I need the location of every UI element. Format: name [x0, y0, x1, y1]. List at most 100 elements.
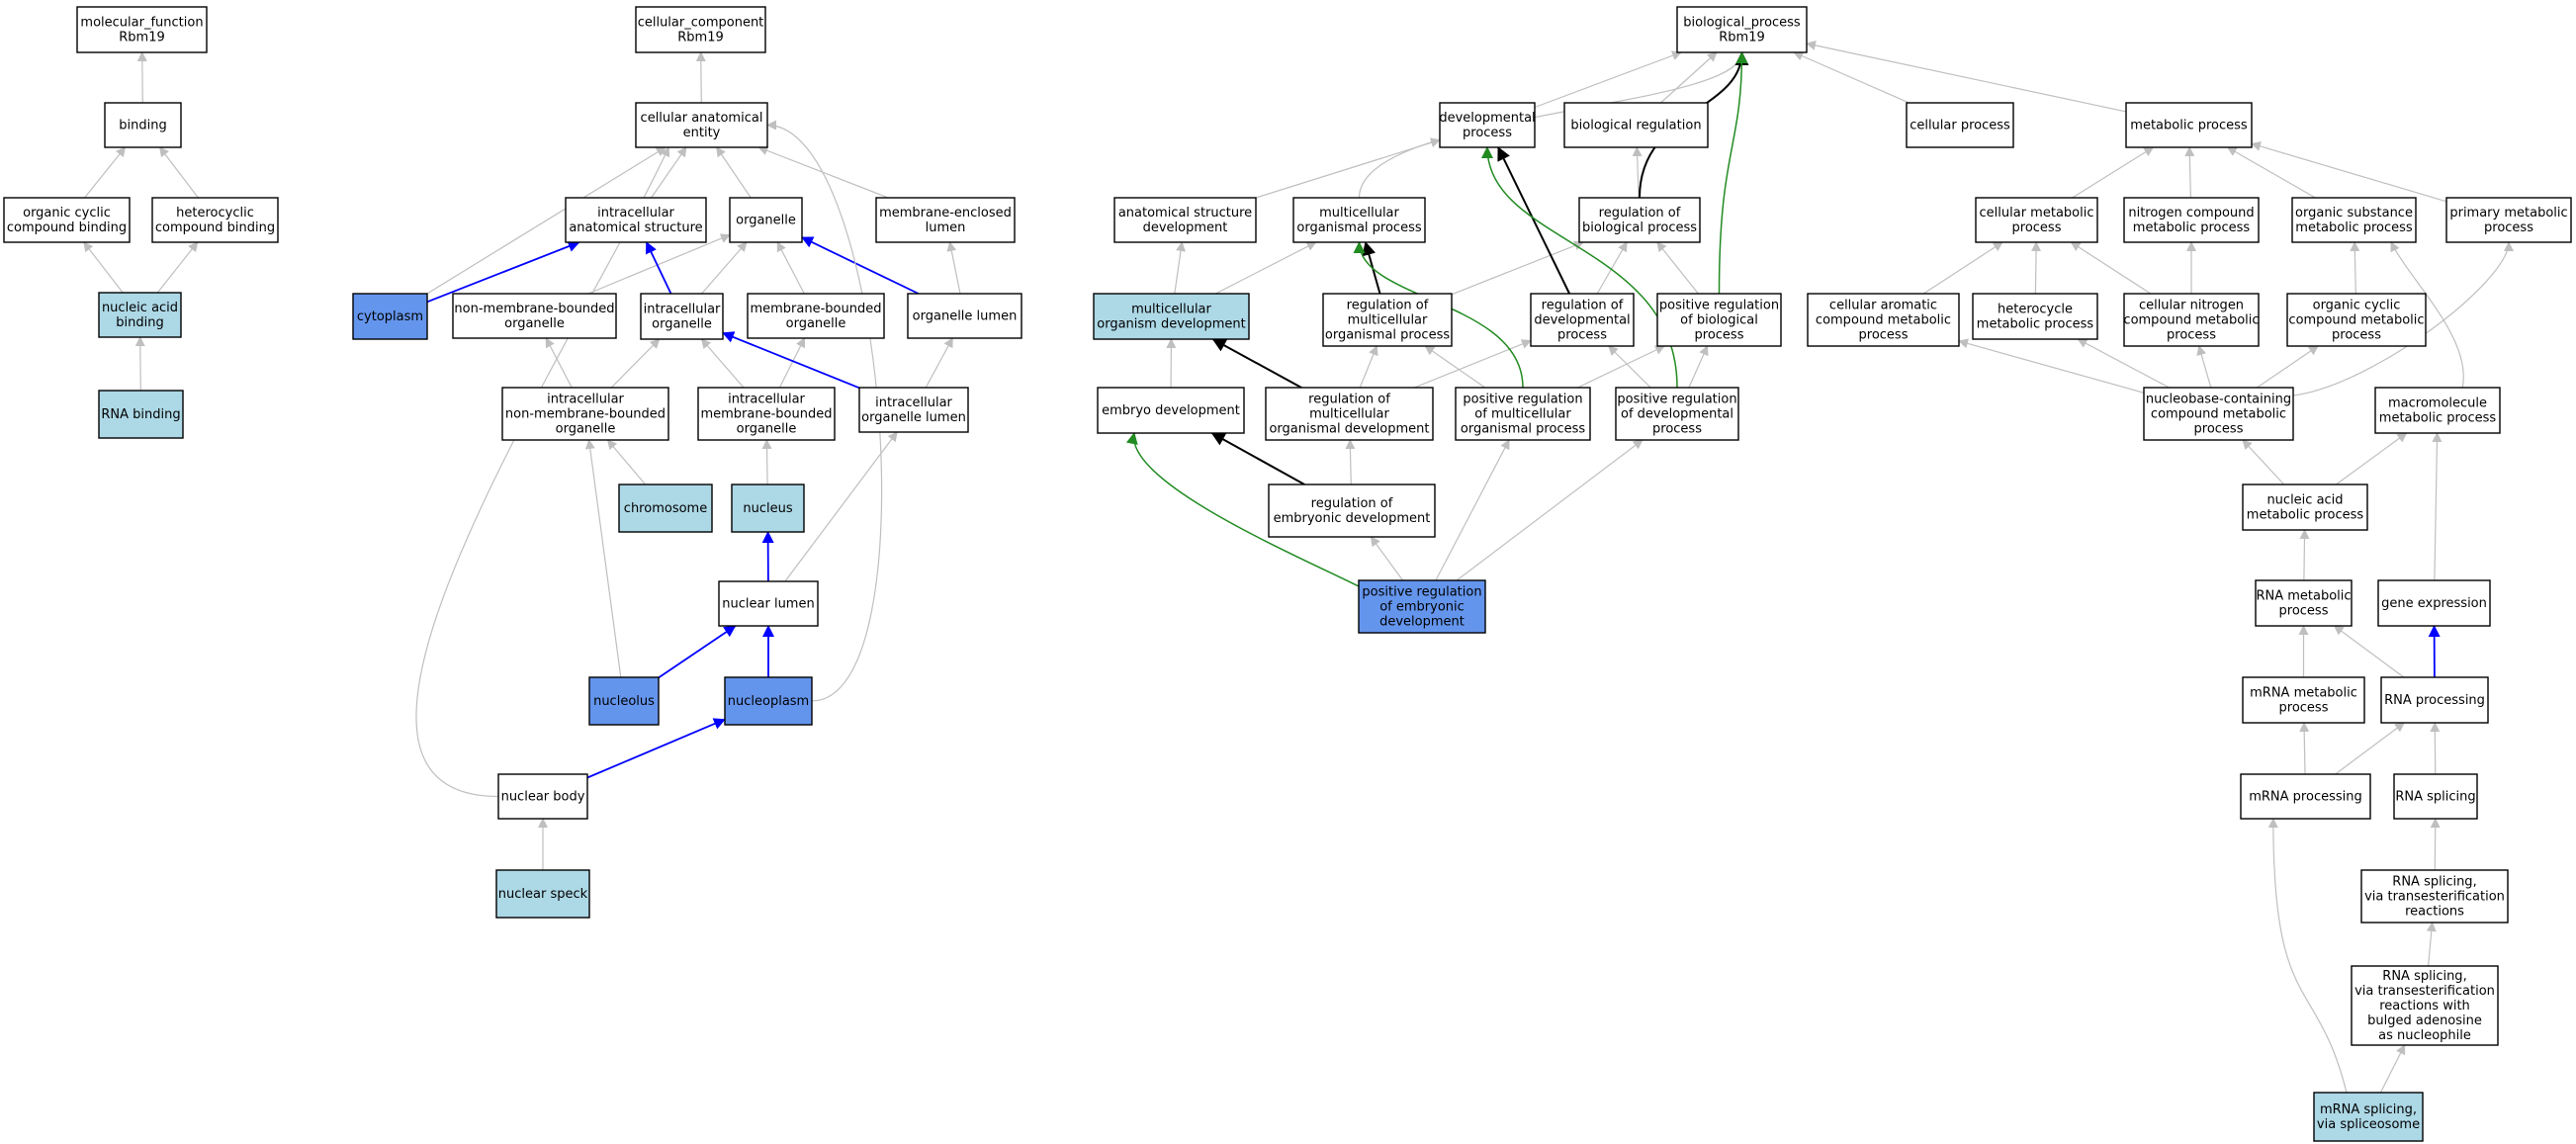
node-nl[interactable]: nuclear lumen: [718, 580, 819, 627]
edge-nucleus-to-imbo: [761, 439, 772, 485]
edge-prmop-to-prbp: [1577, 345, 1666, 389]
edge-ol-to-organelle: [801, 236, 920, 295]
node-ed[interactable]: embryo development: [1097, 387, 1245, 434]
node-rnastb[interactable]: RNA splicing,via transesterificationreac…: [2351, 965, 2499, 1046]
node-label-line: intracellular: [728, 393, 805, 407]
node-label-line: process: [2279, 701, 2329, 716]
node-breg[interactable]: biological regulation: [1563, 102, 1709, 148]
node-mrnas[interactable]: mRNA splicing,via spliceosome: [2313, 1092, 2424, 1142]
edge-rmod-to-rmop: [1359, 345, 1378, 389]
node-nucleolus[interactable]: nucleolus: [588, 676, 660, 726]
node-label-line: heterocycle: [1998, 303, 2073, 317]
edge-nccmp-to-cncmp: [2196, 345, 2212, 389]
edge-mrnap-to-rnap: [2335, 722, 2406, 775]
node-cp[interactable]: cellular process: [1906, 102, 2014, 148]
node-inmbo[interactable]: intracellularnon-membrane-boundedorganel…: [501, 387, 669, 441]
node-label-line: of developmental: [1621, 407, 1733, 422]
node-mp[interactable]: metabolic process: [2125, 102, 2253, 148]
node-ns[interactable]: nuclear speck: [495, 869, 590, 919]
node-box: [729, 197, 803, 243]
node-label-line: biological_process: [1683, 16, 1801, 31]
node-box: [2240, 773, 2371, 820]
node-cytoplasm[interactable]: cytoplasm: [352, 293, 428, 340]
edge-mrnas-to-mrnap: [2267, 818, 2348, 1094]
edge-ncmp-to-mp: [2184, 146, 2195, 199]
node-label-line: process: [2279, 604, 2329, 619]
edge-rnast-to-rnas: [2430, 818, 2441, 871]
node-box: [1358, 579, 1486, 634]
edge-cncmp-to-cmp: [2070, 241, 2152, 295]
node-label-line: organelle: [736, 214, 796, 228]
node-box: [2377, 579, 2491, 627]
node-box: [697, 387, 836, 441]
edge-cacmp-to-cmp: [1922, 241, 2003, 295]
node-organelle[interactable]: organelle: [729, 197, 803, 243]
node-label-line: organism development: [1097, 317, 1245, 332]
edge-rnamp-to-namp: [2299, 529, 2310, 581]
node-box: [2351, 965, 2499, 1046]
node-ol[interactable]: organelle lumen: [907, 293, 1022, 339]
node-nb[interactable]: nuclear body: [497, 773, 588, 820]
node-rnap[interactable]: RNA processing: [2380, 676, 2489, 724]
edge-rdp-to-rbp: [1596, 241, 1628, 295]
node-nucleus[interactable]: nucleus: [731, 484, 805, 533]
node-rnab[interactable]: RNA binding: [98, 390, 184, 439]
node-label-line: process: [1463, 126, 1512, 140]
node-nucleoplasm[interactable]: nucleoplasm: [724, 676, 813, 726]
node-rnas[interactable]: RNA splicing: [2393, 773, 2478, 820]
edge-ias-to-cae: [651, 146, 687, 199]
node-rnast[interactable]: RNA splicing,via transesterificationreac…: [2360, 869, 2509, 924]
node-box: [2291, 197, 2417, 243]
edge-namp-to-macmp: [2336, 432, 2408, 485]
node-box: [565, 197, 707, 243]
node-chromosome[interactable]: chromosome: [618, 484, 713, 533]
node-label-line: nucleic acid: [2266, 493, 2343, 508]
node-ge[interactable]: gene expression: [2377, 579, 2491, 627]
edge-nccmp-to-hmp: [2077, 338, 2170, 389]
node-binding[interactable]: binding: [104, 102, 182, 148]
node-label-line: multicellular: [1131, 303, 1211, 317]
edge-mrnap-to-mrnamp: [2299, 722, 2310, 775]
node-mrnap[interactable]: mRNA processing: [2240, 773, 2371, 820]
